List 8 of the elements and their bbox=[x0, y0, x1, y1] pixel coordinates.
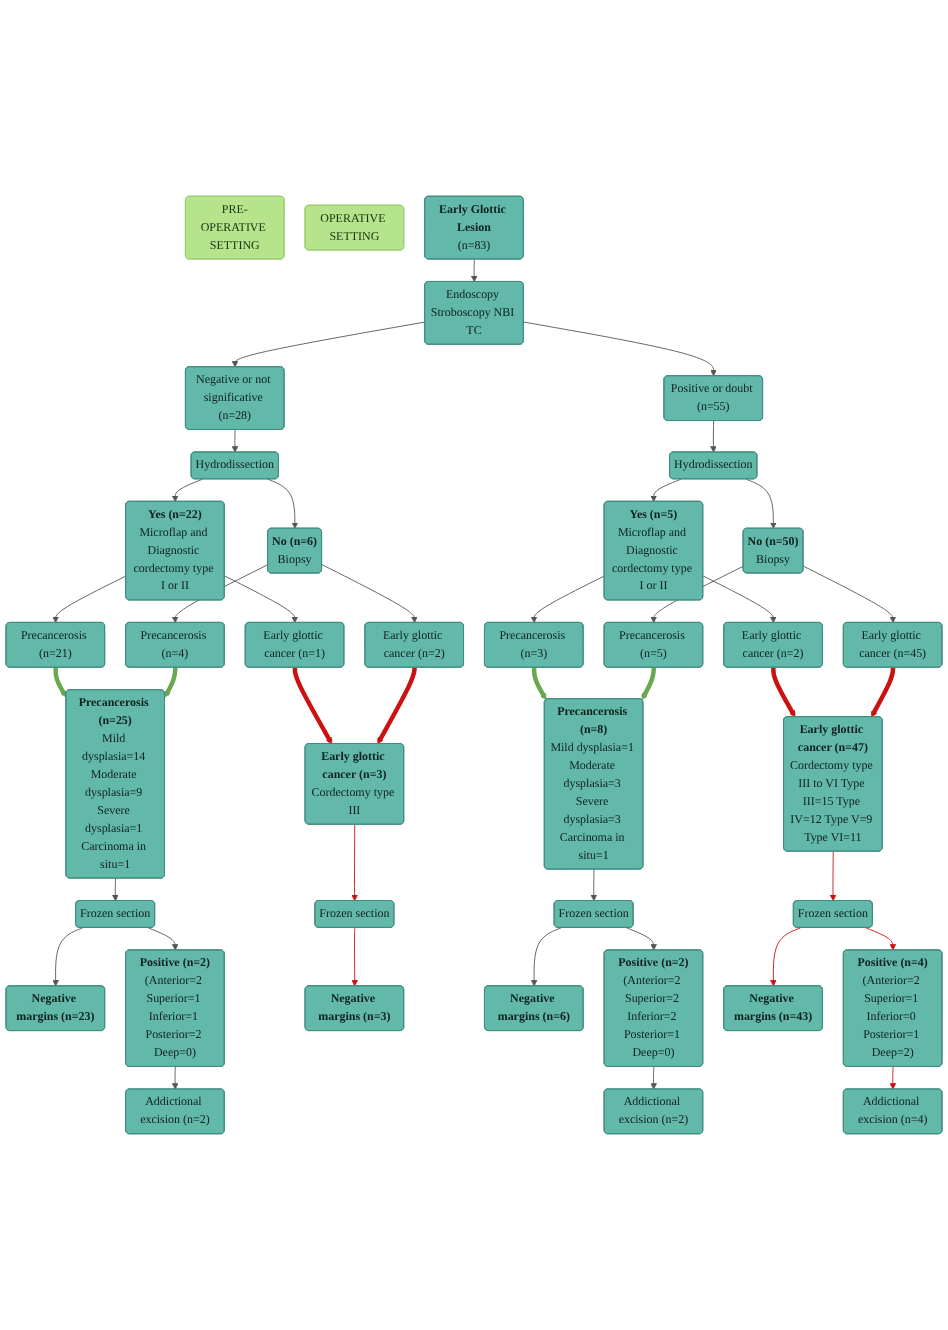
arrow bbox=[53, 667, 67, 698]
arrow bbox=[292, 667, 333, 745]
arrow bbox=[641, 667, 657, 701]
arrow bbox=[377, 667, 417, 745]
arrow bbox=[870, 667, 896, 718]
arrow bbox=[164, 667, 178, 698]
arrow bbox=[531, 667, 547, 701]
arrow bbox=[771, 667, 796, 718]
